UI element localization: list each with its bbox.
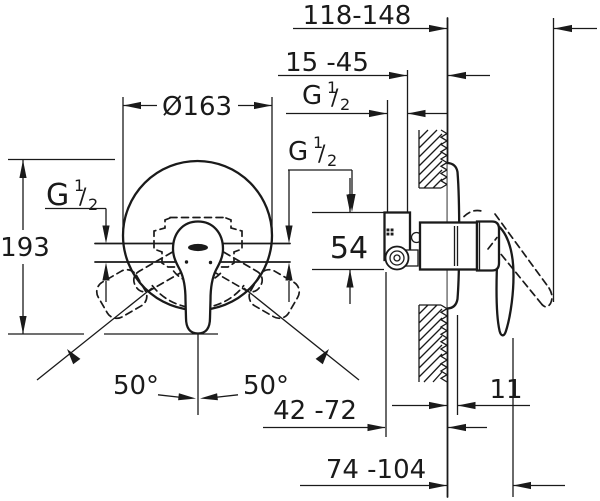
dim-text: Ø163 bbox=[162, 92, 232, 122]
handle-front-outline bbox=[171, 220, 225, 335]
rough-in-box-dashed bbox=[153, 216, 243, 268]
thread-sub: 2 bbox=[340, 95, 350, 114]
dim-text: 193 bbox=[0, 233, 50, 263]
dim-lever-depth: 74 -104 bbox=[300, 455, 565, 490]
arrowhead bbox=[178, 393, 196, 401]
arrowhead bbox=[315, 349, 329, 365]
economy-mark bbox=[188, 243, 208, 252]
dim-rough-in-depth: 15 -45 bbox=[278, 48, 490, 80]
rough-in-body-side bbox=[383, 211, 423, 271]
dim-escutcheon-gap: 11 bbox=[392, 375, 530, 410]
arrowhead bbox=[407, 109, 426, 118]
arrowhead bbox=[123, 101, 141, 110]
arrowhead bbox=[448, 71, 466, 80]
dim-thread-outlet: G 1 / 2 bbox=[286, 78, 447, 118]
screw-dot-left bbox=[184, 260, 189, 264]
thread-sub: 2 bbox=[88, 195, 98, 214]
arrowhead bbox=[448, 423, 466, 432]
thread-slash: / bbox=[318, 142, 326, 167]
angle-reference-lines bbox=[36, 287, 360, 381]
thread-sup: 1 bbox=[74, 176, 84, 195]
arrowhead bbox=[200, 393, 218, 401]
extension-lines bbox=[385, 18, 555, 497]
arrowhead bbox=[102, 225, 110, 244]
lever-open-dashed-side bbox=[463, 209, 553, 308]
angle-text-left: 50° bbox=[113, 371, 159, 401]
arrowhead bbox=[367, 423, 386, 432]
dim-thread-inlet-front: G 1 / 2 bbox=[45, 176, 110, 302]
angle-text-right: 50° bbox=[243, 371, 289, 401]
side-view bbox=[383, 17, 553, 498]
arrowhead bbox=[346, 194, 354, 213]
arrowhead bbox=[429, 401, 447, 410]
thread-g: G bbox=[288, 137, 308, 167]
thread-g: G bbox=[46, 178, 69, 213]
arrowhead bbox=[285, 262, 293, 281]
arrowhead bbox=[389, 71, 407, 80]
thread-sup: 1 bbox=[327, 78, 337, 97]
arrowhead bbox=[19, 316, 27, 334]
handle-cap-side bbox=[475, 220, 501, 272]
arrowhead bbox=[457, 401, 476, 410]
arrowhead bbox=[254, 101, 272, 110]
handle-front bbox=[171, 220, 225, 335]
thread-slash: / bbox=[79, 185, 87, 210]
dim-thread-inlet-side: G 1 / 2 bbox=[285, 133, 356, 302]
dim-text: 118-148 bbox=[303, 1, 412, 31]
valve-body-side bbox=[418, 221, 479, 271]
arrowhead bbox=[285, 225, 293, 244]
arrowhead bbox=[346, 269, 354, 288]
arrowhead bbox=[429, 24, 447, 33]
dim-connection-height: 54 bbox=[312, 178, 384, 304]
arrowhead bbox=[554, 24, 572, 33]
dim-text: 42 -72 bbox=[273, 396, 357, 426]
dim-text: 74 -104 bbox=[326, 455, 426, 485]
arrowhead bbox=[429, 481, 447, 490]
arrowhead bbox=[19, 160, 27, 178]
screw-dot-right bbox=[208, 260, 213, 265]
arrowhead bbox=[67, 349, 81, 365]
dim-wall-to-open-lever: 118-148 bbox=[293, 1, 597, 33]
front-view bbox=[36, 159, 360, 415]
dim-total-height: 193 bbox=[0, 158, 218, 335]
wall-hatch-lower bbox=[418, 304, 449, 383]
dim-swing-angles: 50° 50° bbox=[67, 349, 329, 401]
dim-text: 11 bbox=[489, 375, 522, 405]
thread-g: G bbox=[302, 81, 322, 111]
wall-hatch-upper bbox=[418, 129, 449, 189]
arrowhead bbox=[102, 262, 110, 281]
arrowhead bbox=[513, 481, 531, 490]
thread-sub: 2 bbox=[327, 151, 337, 170]
dim-escutcheon-diameter: Ø163 bbox=[122, 92, 273, 230]
thread-sup: 1 bbox=[313, 133, 323, 152]
thread-slash: / bbox=[331, 86, 339, 111]
inlet-union-circles bbox=[384, 245, 410, 271]
arrowhead bbox=[369, 109, 387, 118]
dim-body-depth: 42 -72 bbox=[263, 396, 487, 432]
dim-text: 15 -45 bbox=[285, 48, 369, 78]
dim-text: 54 bbox=[330, 231, 368, 266]
